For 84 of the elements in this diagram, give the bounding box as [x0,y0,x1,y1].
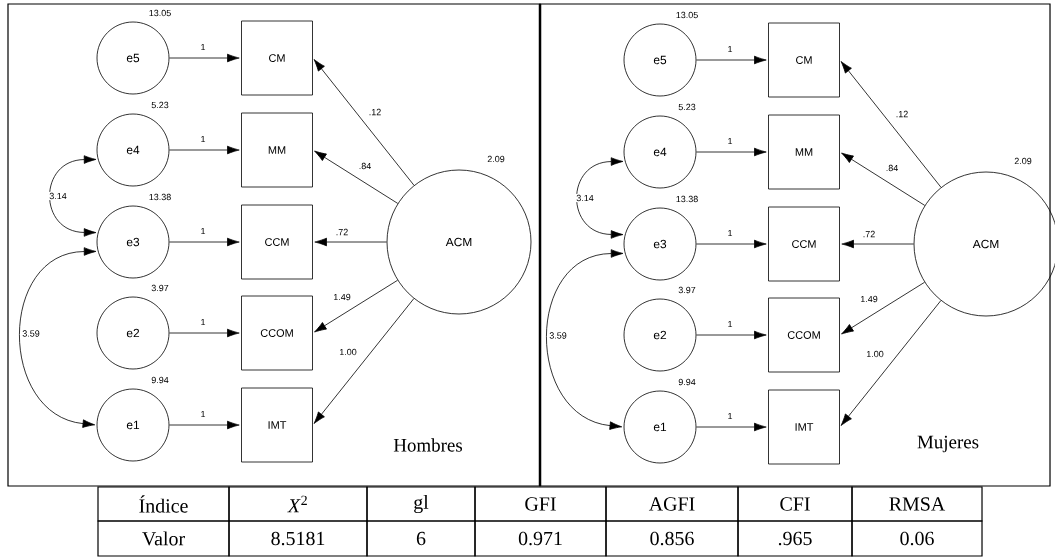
variable-box: CCOM [768,297,840,373]
edge-label: .72 [334,227,350,237]
variance-label: 13.38 [149,193,171,201]
edge-label: .12 [367,107,383,117]
path-arrow [314,279,398,333]
variance-label: 5.23 [151,101,169,109]
path-arrow [841,281,925,335]
covariance-arrow [49,155,97,237]
path-arrow [169,237,240,247]
edge-label: 1 [726,228,734,238]
edge-label: 1 [199,409,207,419]
edge-label: 1.49 [332,292,352,302]
table-cell: Valor [97,520,230,557]
variance-label: 13.05 [149,9,171,17]
variance-label: 2.09 [487,155,505,163]
edge-label: 1 [199,42,207,52]
table-cell: RMSA [851,486,983,522]
edge-label: 1.49 [859,294,879,304]
variable-box: IMT [241,387,313,463]
variance-label: 13.38 [676,195,698,203]
variance-label: 9.94 [678,378,696,386]
variable-box: IMT [768,389,840,465]
edge-label: 1 [726,136,734,146]
path-arrow [169,420,240,430]
edge-label: 3.59 [548,331,568,340]
path-arrow [840,300,942,426]
variable-box: CCM [241,204,313,280]
edge-label: .12 [894,109,910,119]
edge-label: .84 [357,161,373,171]
edge-label: 1 [726,44,734,54]
edge-label: 1 [726,411,734,421]
table-cell: GFI [474,486,607,522]
path-arrow [841,239,914,249]
variance-label: 3.97 [151,284,169,292]
variable-box: CM [241,20,313,96]
variance-label: 3.97 [678,286,696,294]
edge-label: 1.00 [865,349,885,359]
path-arrow [169,145,240,155]
edge-label: 1 [199,317,207,327]
edge-label: 3.59 [21,329,41,338]
variable-box: MM [768,114,840,190]
table-cell: 0.856 [605,520,739,557]
path-arrow [696,147,767,157]
path-arrow [314,237,387,247]
edge-label: 1 [199,226,207,236]
edge-label: .72 [861,229,877,239]
edge-label: 1.00 [338,347,358,357]
variance-label: 2.09 [1014,157,1032,165]
table-cell: AGFI [605,486,739,522]
covariance-arrow [19,247,97,428]
variable-box: MM [241,112,313,188]
variance-label: 5.23 [678,103,696,111]
path-arrow [314,150,399,204]
variance-label: 9.94 [151,376,169,384]
path-arrow [313,298,415,424]
variance-label: 13.05 [676,11,698,19]
table-cell: gl [366,486,476,522]
table-cell: Índice [97,486,230,522]
table-cell: 0.971 [474,520,607,557]
table-cell: X$^{2}$ [228,486,368,522]
path-arrow [313,59,415,186]
path-arrow [696,55,767,65]
variable-box: CCM [768,206,840,282]
edge-label: 3.14 [575,193,595,203]
variable-box: CCOM [241,295,313,371]
covariance-arrow [546,249,624,430]
table-cell: CFI [737,486,853,522]
path-arrow [841,152,926,206]
table-cell: 6 [366,520,476,557]
edge-label: .84 [884,163,900,173]
variable-box: CM [768,22,840,98]
path-arrow [696,330,767,340]
path-arrow [696,422,767,432]
edge-label: 3.14 [48,191,68,201]
table-cell: 0.06 [851,520,983,557]
table-cell: .965 [737,520,853,557]
path-arrow [696,239,767,249]
edge-label: 1 [726,319,734,329]
table-cell: 8.5181 [228,520,368,557]
covariance-arrow [576,157,624,239]
path-arrow [169,328,240,338]
path-arrow [169,53,240,63]
edge-label: 1 [199,134,207,144]
path-arrow [840,61,942,188]
